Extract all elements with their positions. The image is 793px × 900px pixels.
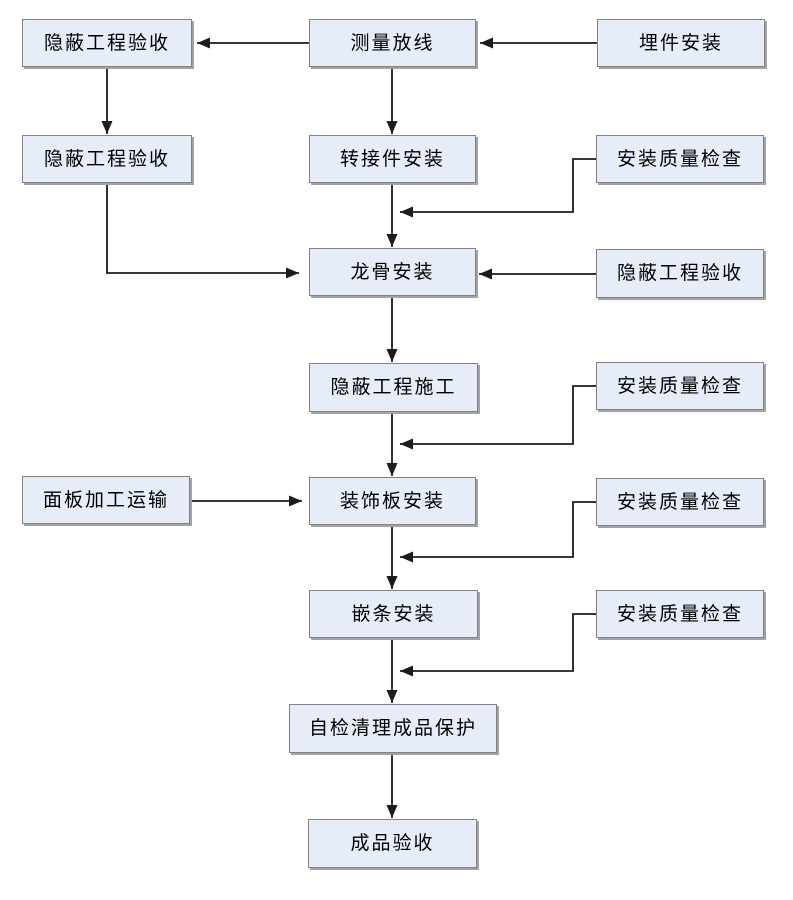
node-measure-layout-label: 测量放线 bbox=[350, 31, 435, 54]
node-quality-check-3: 安装质量检查 bbox=[596, 478, 764, 526]
node-quality-check-3-label: 安装质量检查 bbox=[616, 490, 743, 513]
node-hidden-acceptance-1-label: 隐蔽工程验收 bbox=[43, 31, 170, 54]
node-finished-acceptance: 成品验收 bbox=[308, 819, 477, 868]
node-trim-install: 嵌条安装 bbox=[309, 590, 478, 638]
node-adapter-install: 转接件安装 bbox=[309, 135, 476, 183]
node-hidden-construction: 隐蔽工程施工 bbox=[309, 363, 478, 412]
node-adapter-install-label: 转接件安装 bbox=[339, 147, 445, 170]
node-embed-install: 埋件安装 bbox=[597, 19, 765, 67]
node-measure-layout: 测量放线 bbox=[309, 19, 476, 67]
node-quality-check-1: 安装质量检查 bbox=[596, 135, 764, 183]
node-hidden-acceptance-2: 隐蔽工程验收 bbox=[22, 135, 192, 183]
connector-qc4-feed bbox=[400, 613, 596, 677]
node-quality-check-4: 安装质量检查 bbox=[596, 590, 764, 638]
node-panel-processing: 面板加工运输 bbox=[22, 476, 190, 524]
node-hidden-construction-label: 隐蔽工程施工 bbox=[330, 376, 457, 398]
node-hidden-acceptance-3: 隐蔽工程验收 bbox=[596, 249, 764, 298]
node-keel-install: 龙骨安装 bbox=[309, 248, 476, 296]
connector-qc1-feed bbox=[400, 158, 596, 218]
node-hidden-acceptance-1: 隐蔽工程验收 bbox=[22, 19, 192, 67]
node-hidden-acceptance-3-label: 隐蔽工程验收 bbox=[616, 262, 743, 284]
connector-hidden2-to-keel bbox=[106, 183, 299, 279]
node-embed-install-label: 埋件安装 bbox=[638, 31, 723, 54]
connector-qc2-feed bbox=[400, 385, 596, 450]
node-self-check-protect-label: 自检清理成品保护 bbox=[308, 717, 477, 739]
node-quality-check-2-label: 安装质量检查 bbox=[616, 374, 743, 397]
node-keel-install-label: 龙骨安装 bbox=[350, 260, 435, 283]
node-finished-acceptance-label: 成品验收 bbox=[350, 832, 435, 854]
node-trim-install-label: 嵌条安装 bbox=[351, 602, 436, 625]
node-panel-processing-label: 面板加工运输 bbox=[42, 488, 169, 511]
connector-qc3-feed bbox=[400, 501, 596, 563]
node-decor-panel-install-label: 装饰板安装 bbox=[339, 489, 445, 512]
node-quality-check-1-label: 安装质量检查 bbox=[616, 147, 743, 170]
node-hidden-acceptance-2-label: 隐蔽工程验收 bbox=[43, 147, 170, 170]
node-decor-panel-install: 装饰板安装 bbox=[309, 477, 476, 525]
node-quality-check-2: 安装质量检查 bbox=[596, 362, 764, 410]
node-self-check-protect: 自检清理成品保护 bbox=[289, 704, 497, 753]
node-quality-check-4-label: 安装质量检查 bbox=[616, 602, 743, 625]
